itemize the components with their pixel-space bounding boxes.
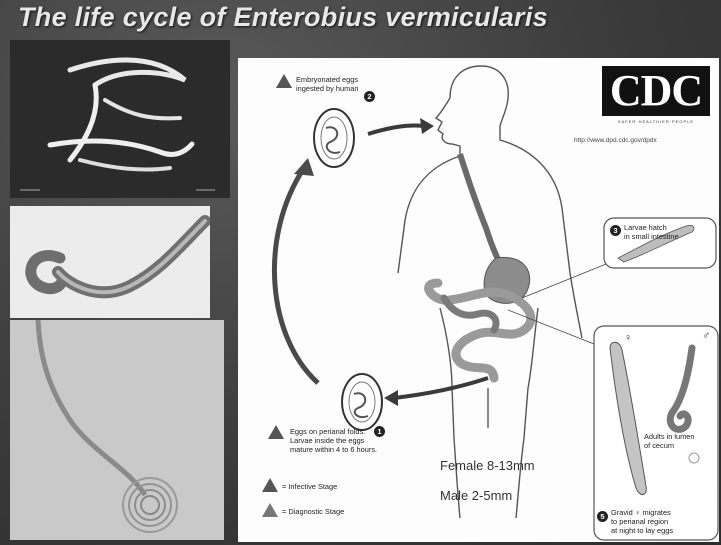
gravid-female-symbol: ♀ [635,508,641,517]
stage-adults-line2: of cecum [644,441,695,450]
stage-eggs-label: Eggs on perianal folds. Larvae inside th… [290,427,377,454]
stage-adults-line1: Adults in lumen [644,432,695,441]
figure-title: The life cycle of Enterobius vermiculari… [18,2,548,33]
diagnostic-marker-icon [268,425,284,439]
life-cycle-diagram: CDC SAFER·HEALTHIER·PEOPLE http://www.dp… [238,58,719,542]
stage-larvae-line1: Larvae hatch [624,223,679,232]
worm-micrograph [10,206,210,318]
legend-infective: = Infective Stage [282,482,337,491]
stage-gravid-line3: at night to lay eggs [611,526,673,535]
stage-adults-label: Adults in lumen of cecum [644,432,695,450]
larva-micrograph [10,320,224,540]
stage-ingested-line2: ingested by human [296,84,358,93]
stage-gravid-line1b: migrates [642,508,670,517]
diagnostic-stage-icon [262,503,278,517]
stage-ingested-label: Embryonated eggs ingested by human [296,75,358,93]
stage-larvae-label: Larvae hatch in small intestine [624,223,679,241]
female-symbol: ♀ [624,332,632,344]
stage-eggs-line3: mature within 4 to 6 hours. [290,445,377,454]
infective-marker-icon [276,74,292,88]
stage-3-badge: 3 [610,225,621,236]
stage-2-badge: 2 [364,91,375,102]
cdc-logo: CDC [602,66,710,116]
cdc-tagline: SAFER·HEALTHIER·PEOPLE [602,119,710,124]
stage-5-badge: 5 [597,511,608,522]
male-symbol: ♂ [702,330,710,342]
stage-gravid-line2: to perianal region [611,517,673,526]
male-size-text: Male 2-5mm [440,488,512,503]
stage-ingested-line1: Embryonated eggs [296,75,358,84]
adult-worms-photo [10,40,230,198]
stage-eggs-line2: Larvae inside the eggs [290,436,377,445]
stage-eggs-line1: Eggs on perianal folds. [290,427,377,436]
female-size-text: Female 8-13mm [440,458,535,473]
stage-gravid-label: Gravid ♀ migrates to perianal region at … [611,508,673,535]
stage-larvae-line2: in small intestine [624,232,679,241]
infective-stage-icon [262,478,278,492]
stage-gravid-line1: Gravid [611,508,633,517]
legend-diagnostic: = Diagnostic Stage [282,507,344,516]
cdc-url-link[interactable]: http://www.dpd.cdc.gov/dpdx [574,137,657,144]
